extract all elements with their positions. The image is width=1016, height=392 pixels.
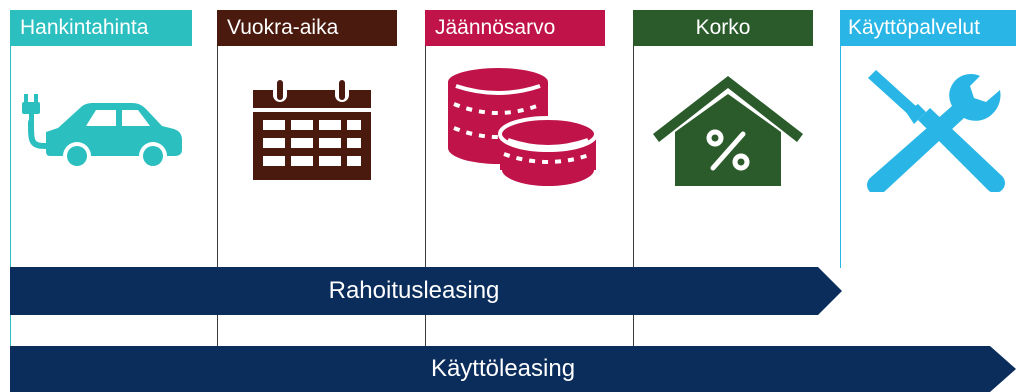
operating-lease-arrow: Käyttöleasing [10,346,1016,392]
header-vuokra-aika: Vuokra-aika [217,10,397,46]
electric-car-icon [22,94,182,170]
column-divider [840,46,841,268]
column-divider [217,46,218,346]
house-percent-icon [653,76,803,186]
financing-lease-arrow: Rahoitusleasing [10,267,842,315]
header-hankintahinta: Hankintahinta [10,10,192,46]
financing-lease-label: Rahoitusleasing [328,277,500,304]
column-divider [425,46,426,346]
header-korko: Korko [633,10,813,46]
column-divider [10,46,11,346]
header-jaannosarvo: Jäännösarvo [425,10,605,46]
coins-icon [448,68,598,190]
calendar-icon [253,80,371,180]
header-kayttopalvelut: Käyttöpalvelut [840,10,1016,46]
tools-icon [867,70,1005,192]
column-divider [633,46,634,346]
operating-lease-label: Käyttöleasing [430,355,576,382]
